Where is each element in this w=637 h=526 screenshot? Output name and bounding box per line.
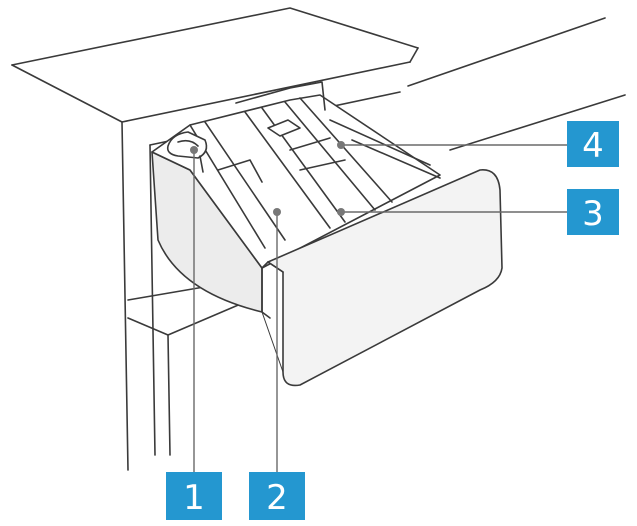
callout-2: 2 <box>249 472 305 520</box>
leader-lines <box>193 144 567 478</box>
leader-dots <box>190 141 345 216</box>
callout-2-label: 2 <box>266 478 288 518</box>
callout-4-badge <box>567 121 619 167</box>
leader-dot-1 <box>190 146 198 154</box>
leader-dot-4 <box>337 141 345 149</box>
callout-3-label: 3 <box>582 194 604 234</box>
leader-dot-3 <box>337 208 345 216</box>
leader-dot-2 <box>273 208 281 216</box>
callout-2-badge <box>249 472 305 520</box>
callout-1-badge <box>166 472 222 520</box>
callout-4-label: 4 <box>582 126 604 166</box>
callout-3: 3 <box>567 189 619 235</box>
callout-4: 4 <box>567 121 619 167</box>
callout-1-label: 1 <box>183 478 205 518</box>
callout-3-badge <box>567 189 619 235</box>
detergent-drawer <box>151 81 503 387</box>
callout-1: 1 <box>166 472 222 520</box>
